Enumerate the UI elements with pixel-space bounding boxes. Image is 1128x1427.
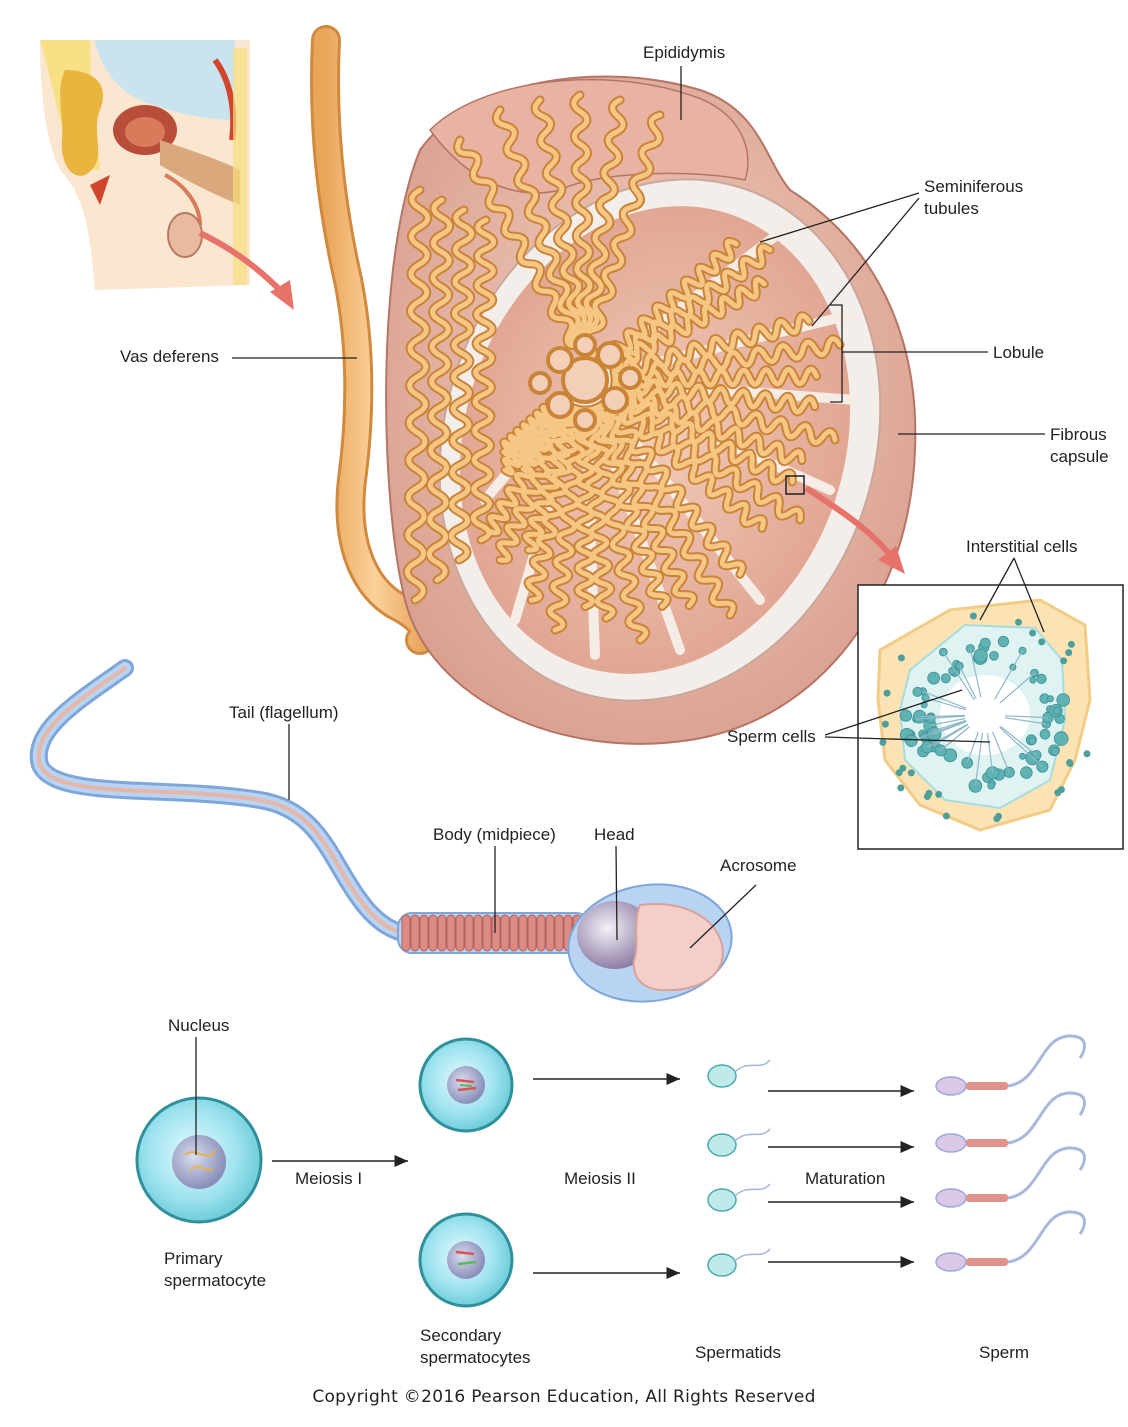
secondary-spermatocyte-bottom bbox=[418, 1212, 514, 1308]
sperm-head-nucleus bbox=[577, 901, 653, 969]
spermatids-group bbox=[707, 1059, 771, 1277]
anatomy-thumbnail bbox=[40, 40, 250, 290]
label-primary-2: spermatocyte bbox=[164, 1271, 267, 1290]
leader-lines bbox=[195, 66, 1045, 1155]
label-acrosome: Acrosome bbox=[720, 856, 797, 875]
label-nucleus: Nucleus bbox=[168, 1016, 230, 1035]
label-seminiferous-2: tubules bbox=[924, 199, 979, 218]
acrosome-cap bbox=[632, 903, 724, 992]
label-seminiferous-1: Seminiferous bbox=[924, 177, 1024, 196]
label-fibrous-1: Fibrous bbox=[1050, 425, 1107, 444]
mature-sperm-group bbox=[935, 1034, 1086, 1272]
primary-spermatocyte-cell bbox=[135, 1096, 263, 1224]
label-sperm: Sperm bbox=[979, 1343, 1030, 1362]
process-arrows bbox=[272, 1073, 914, 1279]
label-fibrous-2: capsule bbox=[1050, 447, 1109, 466]
zoom-box bbox=[785, 475, 805, 495]
label-tail: Tail (flagellum) bbox=[229, 703, 339, 722]
label-body: Body (midpiece) bbox=[433, 825, 556, 844]
label-maturation: Maturation bbox=[805, 1169, 886, 1188]
label-vas-deferens: Vas deferens bbox=[120, 347, 219, 366]
label-secondary-1: Secondary bbox=[420, 1326, 502, 1345]
label-meiosis-1: Meiosis I bbox=[295, 1169, 363, 1188]
label-epididymis: Epididymis bbox=[643, 43, 726, 62]
label-meiosis-2: Meiosis II bbox=[564, 1169, 636, 1188]
thumbnail-arrow bbox=[198, 230, 285, 295]
label-spermatids: Spermatids bbox=[695, 1343, 781, 1362]
label-secondary-2: spermatocytes bbox=[420, 1348, 531, 1367]
sperm-large bbox=[29, 659, 733, 1003]
secondary-spermatocyte-top bbox=[418, 1037, 514, 1133]
label-primary-1: Primary bbox=[164, 1249, 223, 1268]
label-lobule: Lobule bbox=[993, 343, 1045, 362]
zoom-arrow bbox=[804, 485, 893, 557]
label-sperm-cells: Sperm cells bbox=[727, 727, 816, 746]
thumbnail-arrow-head bbox=[270, 280, 294, 310]
label-head: Head bbox=[594, 825, 635, 844]
copyright-notice: Copyright ©2016 Pearson Education, All R… bbox=[312, 1387, 816, 1407]
rete-testis bbox=[528, 333, 642, 432]
cross-section-inset bbox=[857, 584, 1124, 850]
label-interstitial-cells: Interstitial cells bbox=[966, 537, 1078, 556]
